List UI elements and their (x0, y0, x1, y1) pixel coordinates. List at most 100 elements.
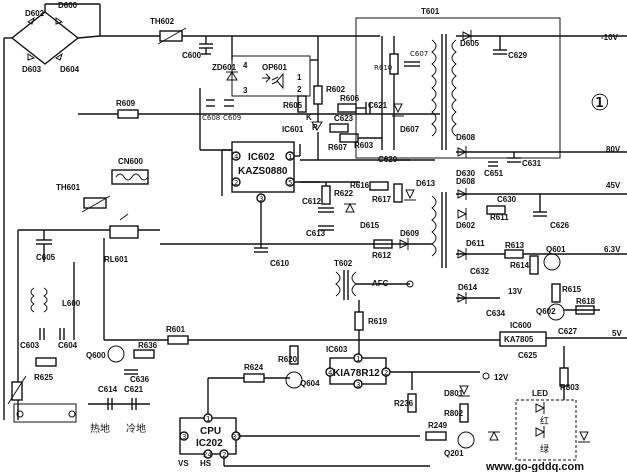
c614-label: C614 (98, 385, 118, 394)
d608-label: D608 (456, 133, 476, 142)
t601-secondary (431, 192, 447, 268)
op601-pin2: 2 (297, 85, 302, 94)
c600-label: C600 (182, 51, 202, 60)
v63-output: D611 R613 R614 C632 Q601 6.3V R615 (456, 239, 627, 303)
q602-label: Q602 (536, 307, 556, 316)
d602-label: D602 (25, 9, 45, 18)
circle-marker: ① (590, 91, 610, 116)
r624-label: R624 (244, 363, 264, 372)
led-green-label: 绿 (540, 443, 549, 455)
voltage-neg10v: -10V (601, 33, 619, 42)
op601-pin3: 3 (243, 86, 248, 95)
led-red-label: 红 (540, 415, 549, 427)
ic603: IC603 KIA78R12 1 4 2 3 12V (325, 345, 509, 390)
ic602: IC602 KAZS0880 4 1 2 5 3 C610 (221, 141, 320, 268)
r619-label: R619 (368, 317, 388, 326)
mid-network: R616 R617 D613 R622 C612 D615 C613 R612 … (160, 179, 436, 260)
neg10v-output: D605 C629 -10V (456, 30, 627, 60)
feedback-network: R602 R605 R606 C623 C621 IC601 K R R607 … (282, 36, 435, 161)
t601-label: T601 (421, 7, 440, 16)
c625-label: C625 (518, 351, 538, 360)
c626-label: C626 (550, 221, 570, 230)
ic600-name: IC600 (510, 321, 532, 330)
c629-label: C629 (508, 51, 528, 60)
t602-label: T602 (334, 259, 353, 268)
svg-text:24: 24 (203, 451, 212, 459)
svg-text:3: 3 (356, 381, 360, 389)
c605-label: C605 (36, 253, 56, 262)
th602-label: TH602 (150, 17, 175, 26)
d613-label: D613 (416, 179, 436, 188)
c651-label: C651 (484, 169, 504, 178)
th601-label: TH601 (56, 183, 81, 192)
d611-label: D611 (466, 239, 485, 248)
r602-label: R602 (326, 85, 346, 94)
r617-label: R617 (372, 195, 392, 204)
c607-label: C607 (410, 50, 428, 58)
voltage-12v: 12V (494, 373, 509, 382)
d615-label: D615 (360, 221, 380, 230)
c600: C600 (182, 36, 213, 60)
t601: T601 (355, 7, 561, 159)
ic602-name: IC602 (248, 152, 275, 163)
v45-output: D608 C630 R611 D602 C626 45V (456, 177, 627, 230)
v13-output: D614 13V C634 Q602 R618 (456, 283, 600, 321)
r607-label: R607 (328, 143, 348, 152)
c630-label: C630 (497, 195, 517, 204)
voltage-45v: 45V (606, 181, 621, 190)
ac-input: R609 CN600 TH601 C605 RL601 L600 C603 C6… (3, 99, 440, 423)
svg-text:①: ① (590, 91, 610, 116)
r605-label: R605 (283, 101, 303, 110)
t602: T602 AFC R619 (334, 259, 414, 354)
q601-label: Q601 (546, 245, 566, 254)
r625-label: R625 (34, 373, 54, 382)
c621-label: C621 (368, 101, 388, 110)
vs-label: VS (178, 459, 189, 468)
hot-ground-label: 热地 (90, 422, 110, 435)
r612-label: R612 (372, 251, 392, 260)
cold-ground-label: 冷地 (126, 422, 146, 435)
d602b-label: D602 (456, 221, 476, 230)
d630-label: D630 (456, 169, 476, 178)
th602: TH602 (150, 17, 187, 45)
svg-text:3: 3 (182, 433, 186, 441)
op601-pin4: 4 (243, 61, 248, 70)
r249-label: R249 (428, 421, 448, 430)
optocoupler-area: OP601 4 3 1 2 ZD601 C608 C609 (199, 36, 319, 151)
ic600: IC600 KA7805 C627 C625 5V (499, 321, 627, 360)
svg-text:3: 3 (259, 195, 263, 203)
svg-text:5: 5 (288, 179, 292, 187)
ic601-label: IC601 (282, 125, 304, 134)
cn600-label: CN600 (118, 157, 143, 166)
svg-text:2: 2 (384, 369, 388, 377)
r622-label: R622 (334, 189, 354, 198)
svg-text:2: 2 (234, 179, 238, 187)
r611-label: R611 (490, 213, 509, 222)
voltage-80v: 80V (606, 145, 621, 154)
c636-label: C636 (130, 375, 150, 384)
svg-text:1: 1 (356, 355, 360, 363)
bridge-rectifier: D602 D600 D603 D604 (3, 1, 101, 100)
c604-label: C604 (58, 341, 78, 350)
d603-label: D603 (22, 65, 42, 74)
c612-label: C612 (302, 197, 322, 206)
d608b-label: D608 (456, 177, 476, 186)
c634-label: C634 (486, 309, 506, 318)
svg-text:1: 1 (288, 153, 292, 161)
led-label: LED (532, 389, 548, 398)
r610-label: R610 (374, 64, 392, 72)
d600-label: D600 (58, 1, 78, 10)
zd601-label: ZD601 (212, 63, 237, 72)
c620-label: C620 (378, 155, 398, 164)
c632-label: C632 (470, 267, 490, 276)
voltage-63v: 6.3V (604, 245, 621, 254)
d614-label: D614 (458, 283, 478, 292)
r616-label: R616 (350, 181, 370, 190)
c627-label: C627 (558, 327, 578, 336)
afc-label: AFC (372, 279, 389, 288)
r601-label: R601 (166, 325, 186, 334)
d609-label: D609 (400, 229, 420, 238)
d801-label: D801 (444, 389, 464, 398)
r606-label: R606 (340, 94, 360, 103)
